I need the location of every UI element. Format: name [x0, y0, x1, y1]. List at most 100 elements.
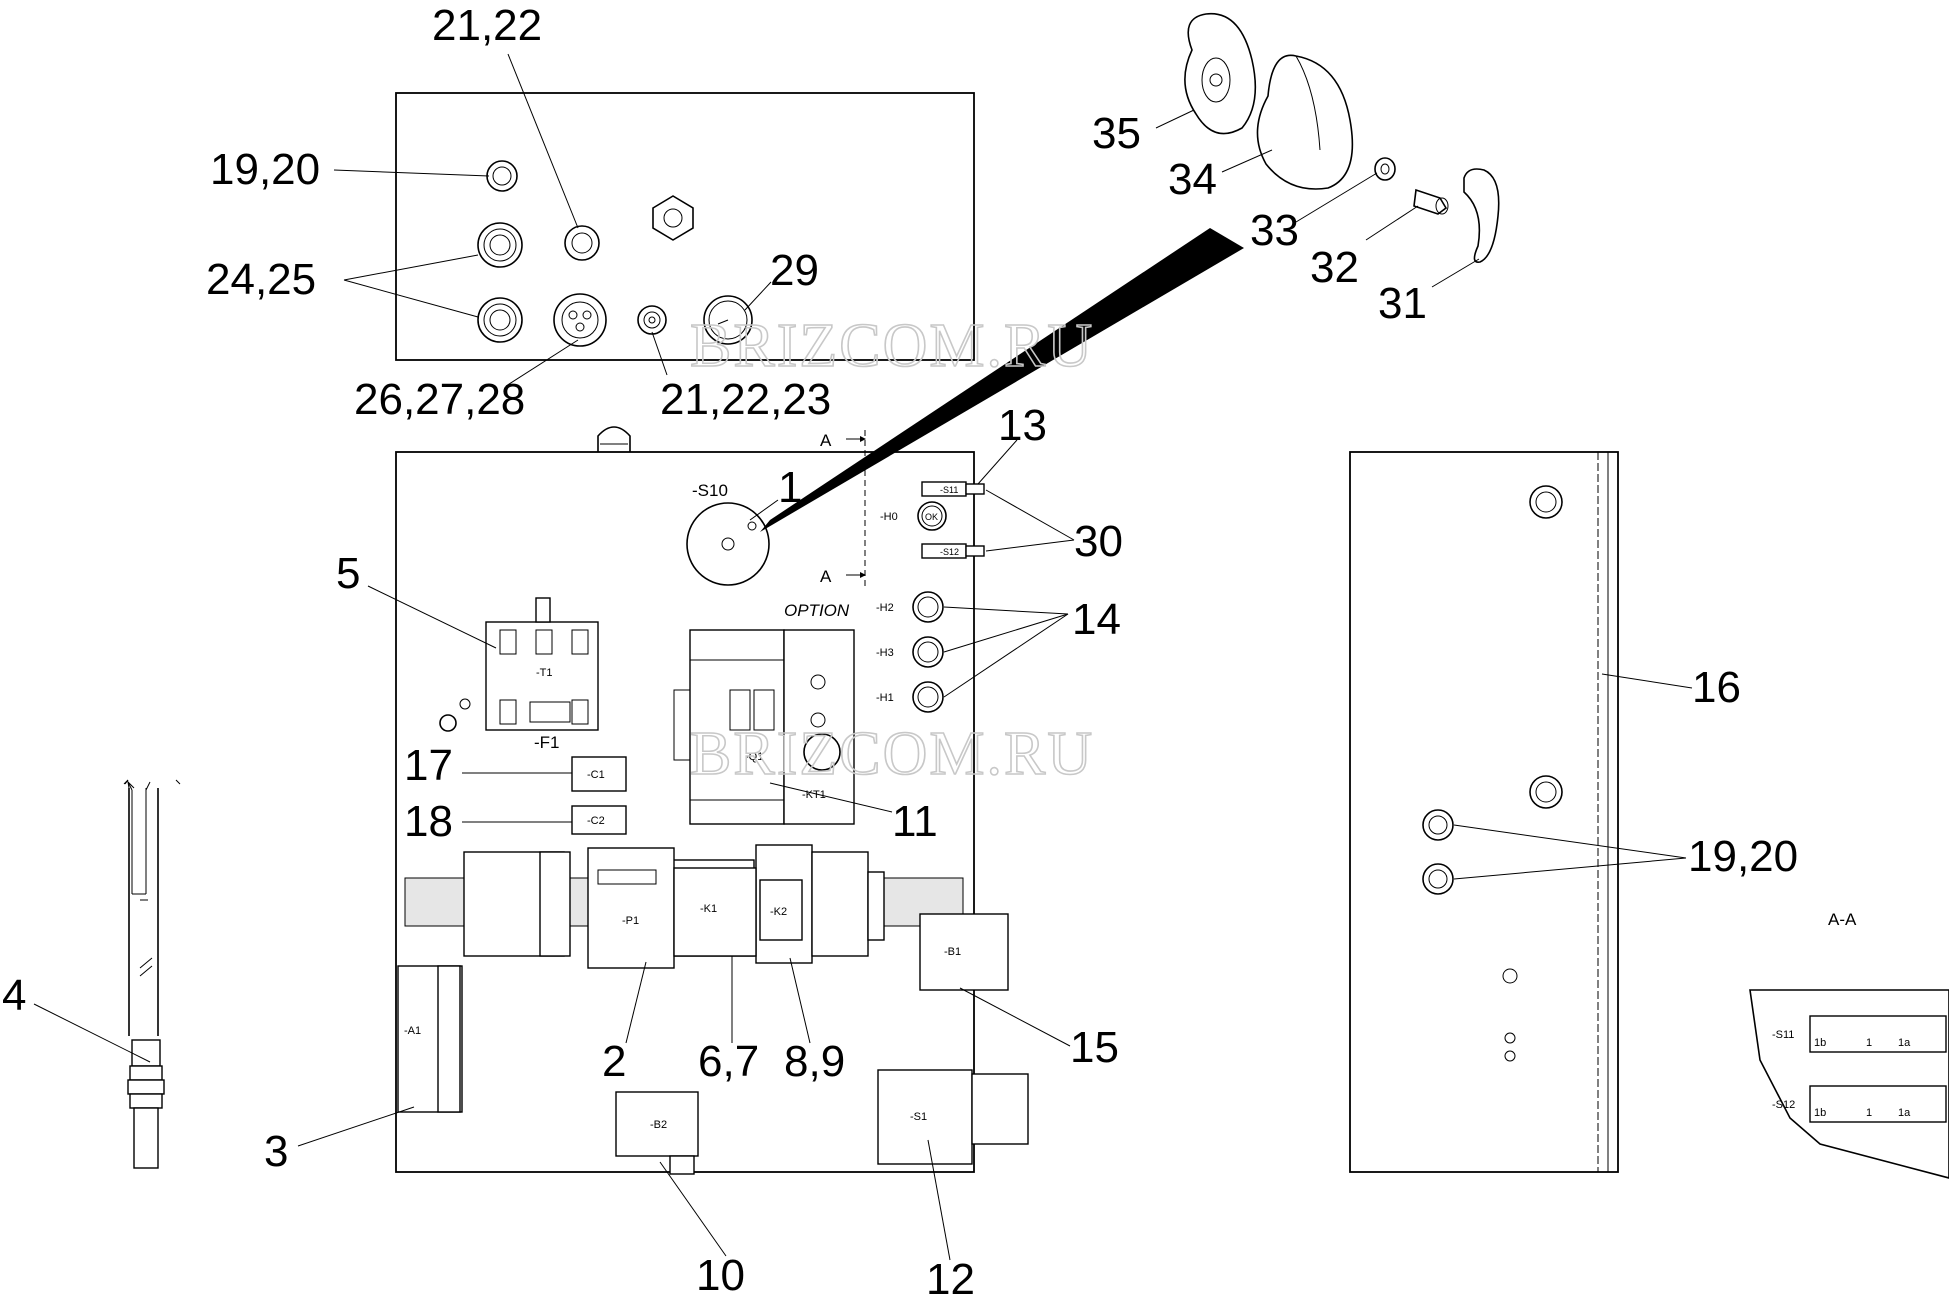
multi-gland-26-27-28 [553, 293, 607, 347]
callout-4: 4 [2, 971, 26, 1020]
main-switch-s10: -S10 [686, 481, 770, 586]
callout-3: 3 [264, 1127, 288, 1176]
callout-21-22: 21,22 [432, 1, 542, 50]
gland-21-22-23 [637, 305, 667, 335]
contact-1-s11: 1 [1866, 1037, 1872, 1049]
leader-lines [33, 53, 1693, 1261]
lamp-h2: -H2 [876, 591, 944, 623]
control-a1: -A1 [397, 965, 463, 1113]
top-view-panel [395, 92, 975, 361]
lamp-h3: -H3 [876, 636, 944, 668]
callout-24-25: 24,25 [206, 255, 316, 304]
section-a-a: A-A -S11 -S12 1b 1 1a 1b 1 1a [1749, 910, 1949, 1179]
callout-2: 2 [602, 1037, 626, 1086]
power-meter-p1: -P1 [587, 847, 675, 969]
pushbutton-s12: -S12 [921, 543, 985, 559]
label-s1: -S1 [910, 1111, 927, 1123]
callout-29: 29 [770, 246, 819, 295]
callout-18: 18 [404, 797, 453, 846]
exploded-knob-assembly [1184, 12, 1500, 263]
callout-35: 35 [1092, 109, 1141, 158]
callout-11: 11 [892, 797, 938, 846]
callout-16: 16 [1692, 663, 1741, 712]
section-mark-a-top: A [820, 431, 832, 450]
knob-handle-34 [1256, 54, 1354, 190]
label-t1: -T1 [536, 667, 553, 679]
contactor-k1: -K1 [673, 867, 757, 957]
indicator-h0: OK -H0 [880, 501, 947, 531]
projection-wedge [760, 228, 1244, 532]
callout-12: 12 [926, 1255, 975, 1304]
label-c1: -C1 [587, 769, 605, 781]
label-h3: -H3 [876, 647, 894, 659]
switch-s1: -S1 [877, 1069, 1029, 1165]
relay-k2: -K2 [759, 879, 803, 941]
callout-5: 5 [336, 549, 360, 598]
label-s12: -S12 [940, 547, 959, 557]
label-ok: OK [925, 512, 938, 522]
capacitor-c1: -C1 [571, 756, 627, 792]
callout-8-9: 8,9 [784, 1037, 845, 1086]
label-s10: -S10 [692, 481, 728, 500]
contact-1-s12: 1 [1866, 1107, 1872, 1119]
callout-14: 14 [1072, 595, 1121, 644]
label-b1: -B1 [944, 946, 961, 958]
callout-6-7: 6,7 [698, 1037, 759, 1086]
contact-1b-s12: 1b [1814, 1107, 1826, 1119]
label-h0: -H0 [880, 511, 898, 523]
cap-31 [1463, 168, 1500, 263]
gland-24-25-upper [477, 222, 523, 268]
label-f1: -F1 [534, 733, 560, 752]
main-enclosure [395, 426, 975, 1173]
callout-21-22-23: 21,22,23 [660, 375, 831, 424]
gland-21-22-top [564, 225, 600, 261]
callout-17: 17 [404, 741, 453, 790]
capacitor-c2: -C2 [571, 805, 627, 835]
label-s11: -S11 [940, 485, 958, 495]
label-k1: -K1 [700, 903, 717, 915]
label-b2: -B2 [650, 1119, 667, 1131]
label-h1: -H1 [876, 692, 894, 704]
callout-34: 34 [1168, 155, 1217, 204]
knob-base-35 [1184, 12, 1257, 135]
motor-breaker-q1: -Q1 -KT1 [673, 629, 855, 825]
nut-hex [652, 195, 694, 241]
screw-32 [1413, 188, 1449, 215]
section-mark-a-bottom: A [820, 567, 832, 586]
callout-32: 32 [1310, 243, 1359, 292]
callout-19-20-top: 19,20 [210, 145, 320, 194]
sensor-b2: -B2 [615, 1091, 699, 1175]
callout-13: 13 [998, 401, 1047, 450]
contact-1a-s12: 1a [1898, 1107, 1911, 1119]
power-cable [123, 779, 181, 1169]
callout-33: 33 [1250, 206, 1299, 255]
contact-1b-s11: 1b [1814, 1037, 1826, 1049]
label-section-a-a: A-A [1828, 910, 1857, 929]
ground-terminal [439, 698, 471, 732]
pushbutton-s11: -S11 [921, 481, 985, 497]
label-option: OPTION [784, 601, 850, 620]
label-h2: -H2 [876, 602, 894, 614]
contact-1a-s11: 1a [1898, 1037, 1911, 1049]
washer-33 [1374, 157, 1396, 181]
transformer-t1: -T1 -F1 [485, 597, 599, 752]
watermark-middle: BRIZCOM.RU [690, 720, 1094, 788]
lamp-h1: -H1 [876, 681, 944, 713]
callout-10: 10 [696, 1251, 745, 1300]
plug-29 [703, 295, 753, 345]
label-a1: -A1 [404, 1025, 421, 1037]
callout-31: 31 [1378, 279, 1427, 328]
label-s11-section: -S11 [1772, 1029, 1794, 1041]
callout-19-20-side: 19,20 [1688, 832, 1798, 881]
side-view-panel [1349, 451, 1619, 1173]
label-s12-section: -S12 [1772, 1099, 1795, 1111]
callout-26-27-28: 26,27,28 [354, 375, 525, 424]
label-k2: -K2 [770, 906, 787, 918]
label-q1: -Q1 [745, 751, 763, 763]
callout-15: 15 [1070, 1023, 1119, 1072]
sensor-b1: -B1 [919, 913, 1009, 991]
callout-30: 30 [1074, 517, 1123, 566]
watermark-top: BRIZCOM.RU [690, 312, 1094, 380]
label-c2: -C2 [587, 815, 605, 827]
